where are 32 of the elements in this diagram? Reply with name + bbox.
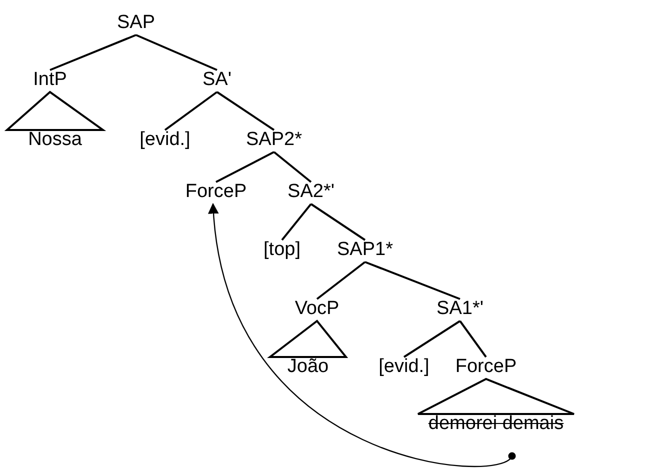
triangle-branch xyxy=(417,378,575,415)
triangle-branch xyxy=(267,320,348,358)
tree-node-label: SA' xyxy=(202,69,232,91)
tree-node-label: SAP xyxy=(116,12,156,34)
tree-node-label: [top] xyxy=(264,239,300,261)
branch-line xyxy=(273,151,312,183)
triangle-branch xyxy=(4,90,106,131)
movement-arrow xyxy=(208,202,516,467)
tree-node-label: [evid.] xyxy=(378,356,430,378)
branch-line xyxy=(364,261,460,300)
tree-node-label: demorei demais xyxy=(428,413,564,435)
branch-line xyxy=(459,320,487,358)
branch-line xyxy=(136,34,218,71)
tree-node-label: IntP xyxy=(33,69,67,91)
tree-node-label: SA1*' xyxy=(436,298,484,320)
tree-node-label: ForceP xyxy=(185,181,247,203)
branch-line xyxy=(281,203,312,241)
tree-node-label: João xyxy=(287,356,329,378)
tree-node-label: [evid.] xyxy=(140,129,190,151)
branch-line xyxy=(403,320,461,358)
tree-node-label: VocP xyxy=(294,298,340,320)
branch-line xyxy=(310,203,366,241)
tree-node-label: Nossa xyxy=(28,129,82,151)
tree-node-label: SAP1* xyxy=(337,239,393,261)
branch-line xyxy=(50,34,136,71)
tree-node-label: SAP2* xyxy=(246,129,302,151)
branch-line xyxy=(216,151,274,183)
branch-line xyxy=(216,91,275,131)
branch-line xyxy=(164,91,218,131)
tree-node-label: SA2*' xyxy=(288,181,334,203)
branch-line xyxy=(316,261,366,300)
tree-node-label: ForceP xyxy=(455,356,517,378)
